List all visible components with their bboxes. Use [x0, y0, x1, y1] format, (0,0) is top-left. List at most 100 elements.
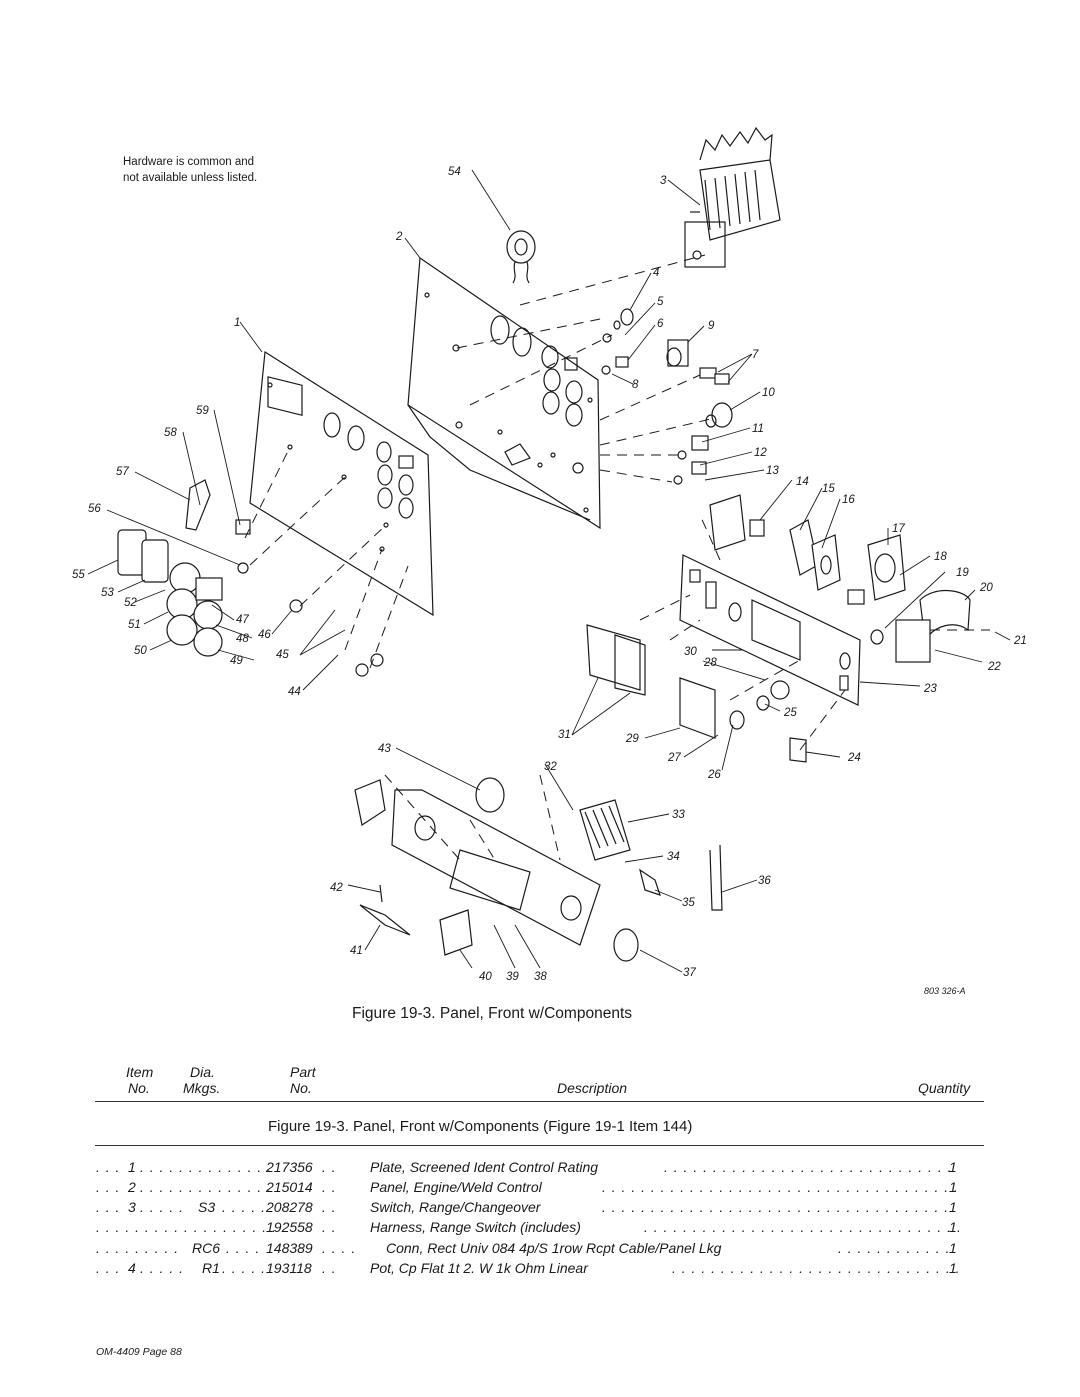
table-row: . . . 4 . . . . . R1 . . . . . 193118 . … — [96, 1260, 960, 1276]
callout-40: 40 — [479, 971, 492, 983]
header-quantity: Quantity — [918, 1080, 971, 1096]
callout-leaders — [87, 169, 1011, 973]
callout-57: 57 — [116, 466, 129, 478]
table-row: . . . . . . . . . RC6 . . . . 148389 . .… — [96, 1240, 951, 1256]
callout-21: 21 — [1013, 635, 1027, 647]
callout-49: 49 — [230, 655, 243, 667]
dia-mark: S3 — [198, 1199, 216, 1215]
callout-11: 11 — [752, 423, 764, 435]
quantity: 1 — [949, 1199, 957, 1215]
callout-18: 18 — [934, 551, 947, 563]
quantity: 1 — [949, 1260, 957, 1276]
callout-29: 29 — [625, 733, 639, 745]
callout-19: 19 — [956, 567, 969, 579]
callout-15: 15 — [822, 483, 835, 495]
callout-14: 14 — [796, 476, 809, 488]
callout-2: 2 — [395, 231, 403, 243]
table-row: . . . 3 . . . . . S3 . . . . . 208278 . … — [96, 1199, 950, 1215]
callout-3: 3 — [660, 175, 667, 187]
part-number: 148389 — [266, 1240, 313, 1256]
callout-22: 22 — [987, 661, 1001, 673]
header-part-line1: Part — [290, 1064, 316, 1080]
callout-53: 53 — [101, 587, 114, 599]
part-description: Conn, Rect Univ 084 4p/S 1row Rcpt Cable… — [386, 1240, 722, 1256]
range-changeover-switch — [684, 126, 781, 268]
callout-16: 16 — [842, 494, 855, 506]
quantity: 1 — [949, 1219, 957, 1235]
part-number: 217356 — [266, 1159, 313, 1175]
callout-28: 28 — [703, 657, 717, 669]
part-number: 215014 — [266, 1179, 313, 1195]
callout-27: 27 — [667, 752, 681, 764]
callout-4: 4 — [653, 267, 659, 279]
callout-1: 1 — [234, 317, 240, 329]
callout-55: 55 — [72, 569, 85, 581]
callout-34: 34 — [667, 851, 680, 863]
part-number: 193118 — [266, 1260, 312, 1276]
part-number: 208278 — [266, 1199, 313, 1215]
exploded-parts-diagram: 54 3 2 4 5 6 9 7 8 10 11 12 13 14 15 16 … — [72, 126, 1027, 983]
header-dia-line1: Dia. — [190, 1064, 215, 1080]
callout-47: 47 — [236, 614, 249, 626]
header-dia-line2: Mkgs. — [183, 1080, 221, 1096]
callout-30: 30 — [684, 646, 697, 658]
callout-13: 13 — [766, 465, 779, 477]
callout-58: 58 — [164, 427, 177, 439]
section-rule — [95, 1145, 984, 1146]
drawing-number: 803 326-A — [924, 986, 966, 996]
callout-7: 7 — [752, 349, 759, 361]
toroid-core — [506, 230, 536, 284]
part-description: Harness, Range Switch (includes) — [370, 1219, 581, 1235]
page-footer: OM-4409 Page 88 — [96, 1346, 182, 1358]
callout-8: 8 — [632, 379, 639, 391]
callout-50: 50 — [134, 645, 147, 657]
part-description: Pot, Cp Flat 1t 2. W 1k Ohm Linear — [370, 1260, 588, 1276]
receptacles-and-breakers — [709, 494, 971, 663]
callout-51: 51 — [128, 619, 141, 631]
figure-caption: Figure 19-3. Panel, Front w/Components — [352, 1005, 632, 1022]
ident-control-rating-plate — [249, 350, 434, 617]
callout-35: 35 — [682, 897, 695, 909]
header-item-line1: Item — [126, 1064, 154, 1080]
callout-39: 39 — [506, 971, 519, 983]
callout-43: 43 — [378, 743, 391, 755]
callout-44: 44 — [288, 686, 301, 698]
callout-45: 45 — [276, 649, 289, 661]
callout-38: 38 — [534, 971, 547, 983]
part-description: Panel, Engine/Weld Control — [370, 1179, 542, 1195]
rear-sub-panel — [679, 554, 861, 706]
callout-59: 59 — [196, 405, 209, 417]
callout-33: 33 — [672, 809, 685, 821]
callout-52: 52 — [124, 597, 137, 609]
callout-24: 24 — [847, 752, 861, 764]
callout-6: 6 — [657, 318, 664, 330]
callout-5: 5 — [657, 296, 664, 308]
dia-mark: R1 — [202, 1260, 220, 1276]
callout-31: 31 — [558, 729, 571, 741]
callout-54: 54 — [448, 166, 461, 178]
table-row: . . . . . . . . . . . . . . . . . . . 19… — [96, 1219, 960, 1235]
table-row: . . . 1 . . . . . . . . . . . . . . 2173… — [96, 1159, 953, 1175]
hardware-note-line1: Hardware is common and — [123, 156, 255, 168]
engine-weld-control-panel — [407, 256, 601, 530]
callout-10: 10 — [762, 387, 775, 399]
callout-labels: 54 3 2 4 5 6 9 7 8 10 11 12 13 14 15 16 … — [72, 166, 1027, 983]
callout-20: 20 — [979, 582, 993, 594]
callout-23: 23 — [923, 683, 937, 695]
header-rule — [95, 1101, 984, 1102]
callout-56: 56 — [88, 503, 101, 515]
quantity: 1 — [949, 1179, 957, 1195]
part-description: Switch, Range/Changeover — [370, 1199, 541, 1215]
callout-36: 36 — [758, 875, 771, 887]
lower-control-assembly — [354, 624, 807, 962]
gauges-cluster — [117, 479, 384, 677]
callout-46: 46 — [258, 629, 271, 641]
part-description: Plate, Screened Ident Control Rating — [370, 1159, 599, 1175]
header-description: Description — [557, 1080, 628, 1096]
callout-37: 37 — [683, 967, 696, 979]
callout-12: 12 — [754, 447, 767, 459]
part-number: 192558 — [266, 1219, 313, 1235]
small-hardware-column — [601, 308, 733, 485]
callout-9: 9 — [708, 320, 715, 332]
header-item-line2: No. — [128, 1080, 150, 1096]
